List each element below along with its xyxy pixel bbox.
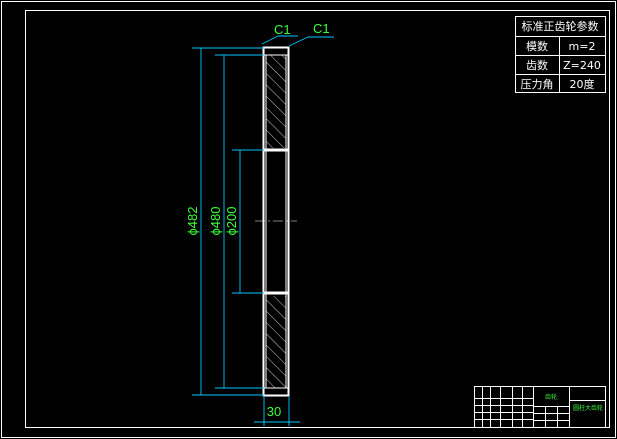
gear-section <box>255 46 297 397</box>
param-value-module: m=2 <box>569 40 596 53</box>
title-block-drawing-name: 圆柱大齿轮 <box>573 404 603 412</box>
table-title: 标准正齿轮参数 <box>522 19 599 33</box>
gear-params-table: 标准正齿轮参数 模数 m=2 齿数 Z=240 压力角 20度 <box>515 16 606 93</box>
gear-outline <box>262 46 290 397</box>
param-value-teeth: Z=240 <box>563 59 601 72</box>
title-block-part-name: 齿轮 <box>545 393 557 401</box>
hatch-top <box>266 55 286 148</box>
param-label-module: 模数 <box>526 40 548 53</box>
dimension-lines <box>192 35 334 426</box>
inner-frame <box>25 10 610 428</box>
dim-text-30: 30 <box>267 404 281 419</box>
hatch-bottom <box>266 296 286 388</box>
chamfer-label-left: C1 <box>274 22 291 37</box>
title-block-border <box>474 386 606 428</box>
param-label-teeth: 齿数 <box>526 59 548 72</box>
c1-leader-left <box>261 35 279 45</box>
param-value-pressure-angle: 20度 <box>570 77 595 91</box>
dim-text-482: ϕ482 <box>185 207 200 236</box>
title-block: 齿轮 圆柱大齿轮 <box>474 386 606 428</box>
c1-leader-right <box>288 36 309 47</box>
dim-text-200: ϕ200 <box>224 207 239 236</box>
table-border <box>515 16 606 93</box>
dim-text-480: ϕ480 <box>208 207 223 236</box>
chamfer-label-right: C1 <box>313 21 330 36</box>
param-label-pressure-angle: 压力角 <box>521 78 554 91</box>
